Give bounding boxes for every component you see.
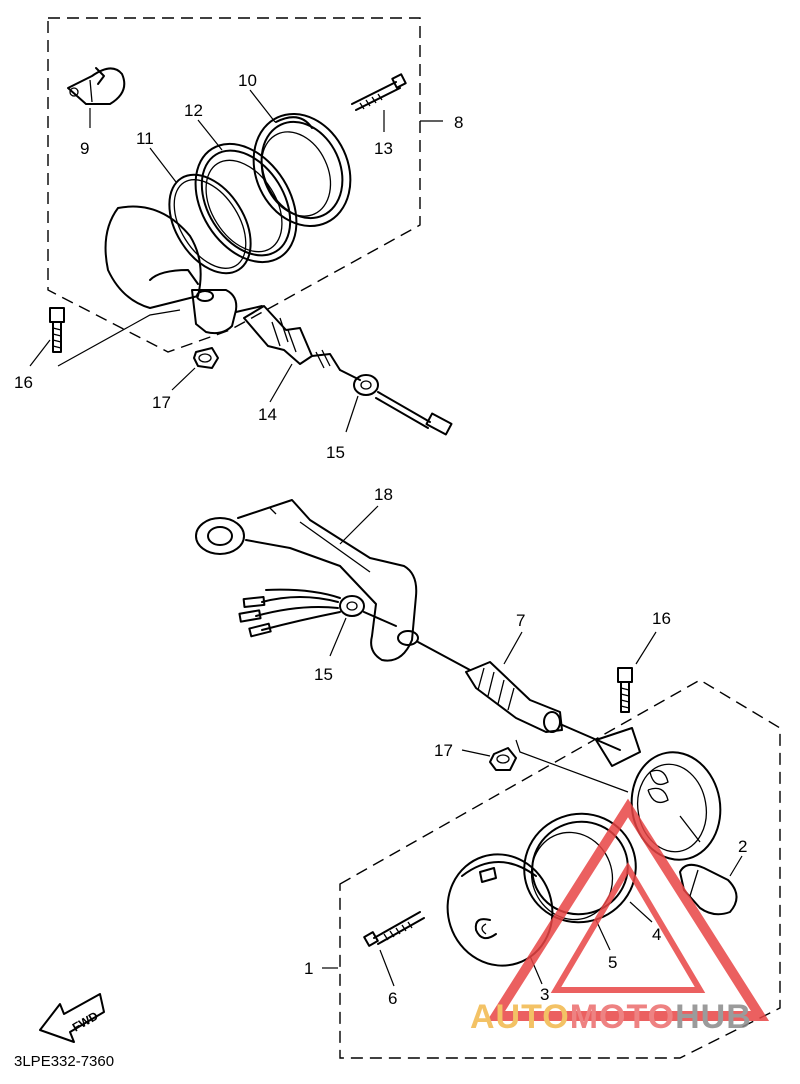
callout-10: 10 [238, 71, 257, 90]
callout-3: 3 [540, 985, 549, 1004]
nut-part-lower [461, 747, 517, 771]
callout-1: 1 [304, 959, 313, 978]
callout-4: 4 [652, 925, 661, 944]
bracket-arm-part [195, 499, 419, 662]
callout-6: 6 [388, 989, 397, 1008]
callout-17-lower: 17 [434, 741, 453, 760]
diagram-code: 3LPE332-7360 [14, 1053, 114, 1070]
callout-14: 14 [258, 405, 277, 424]
callout-13: 13 [374, 139, 393, 158]
callout-12: 12 [184, 101, 203, 120]
bolt-part-lower [617, 631, 657, 713]
screw-part-lower [363, 911, 425, 987]
bolt-part-upper [29, 307, 181, 367]
callout-18: 18 [374, 485, 393, 504]
lower-grommet-wire-part [238, 588, 397, 657]
lens-part [446, 853, 554, 985]
fwd-arrow-icon: FWD [39, 993, 105, 1043]
watermark-moto: MOTO [570, 998, 675, 1036]
screw-part [351, 73, 407, 132]
watermark-logo: AUTOMOTOHUB [470, 798, 770, 1036]
callout-2: 2 [738, 837, 747, 856]
callout-5: 5 [608, 953, 617, 972]
callout-15-upper: 15 [326, 443, 345, 462]
nut-part-upper [171, 347, 219, 391]
callout-7: 7 [516, 611, 525, 630]
watermark-hub: HUB [675, 998, 752, 1036]
upper-stem-part [191, 289, 263, 335]
callout-16-lower: 16 [652, 609, 671, 628]
bulb-part-lower [679, 855, 743, 916]
lower-assembly-boundary [322, 679, 781, 1059]
warning-triangle-inner-icon [550, 862, 706, 993]
lens-ring-part [194, 119, 298, 264]
upper-stem-wire-part [243, 305, 453, 436]
lower-stem-part [417, 631, 621, 751]
lower-housing-part [595, 727, 722, 861]
lower-lens-ring-part [530, 831, 614, 951]
watermark-auto: AUTO [470, 998, 570, 1036]
fwd-label: FWD [70, 1009, 101, 1035]
callout-9: 9 [80, 139, 89, 158]
warning-triangle-icon [486, 798, 770, 1021]
callout-15-lower: 15 [314, 665, 333, 684]
callout-11: 11 [136, 129, 154, 148]
callout-16-upper: 16 [14, 373, 33, 392]
upper-housing-part [104, 205, 202, 309]
gasket-part [149, 147, 252, 275]
upper-assembly-boundary [47, 17, 443, 353]
rim-part [249, 89, 352, 228]
callout-labels: 8 9 10 12 11 13 16 17 14 15 18 7 16 15 1… [14, 71, 747, 1008]
callout-17-upper: 17 [152, 393, 171, 412]
svg-text:AUTOMOTOHUB: AUTOMOTOHUB [470, 998, 752, 1036]
callout-8: 8 [454, 113, 463, 132]
bulb-part [67, 67, 126, 128]
